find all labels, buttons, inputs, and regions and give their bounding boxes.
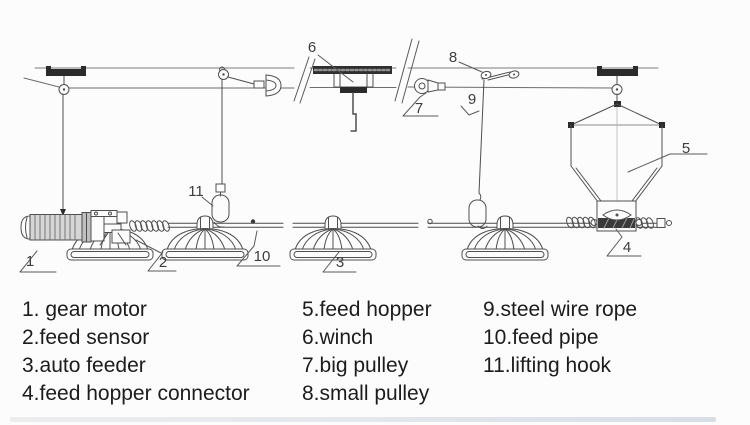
callout-numbers: 1 2 3 4 5 6 7 8 9 10 11: [26, 39, 690, 271]
hook-wire-right: [478, 79, 485, 194]
callout-1: 1: [26, 253, 34, 270]
legend-item: 11.lifting hook: [483, 354, 612, 377]
feed-hopper-connector: [590, 200, 643, 232]
big-pulley: [414, 78, 446, 94]
legend-item: 4.feed hopper connector: [22, 382, 250, 405]
callout-11: 11: [188, 183, 204, 200]
callout-7: 7: [415, 100, 423, 117]
legend-column-2: 5.feed hopper 6.winch 7.big pulley 8.small …: [302, 296, 432, 408]
callout-2: 2: [159, 254, 167, 271]
feeder-pan-4: [461, 215, 549, 261]
legend-item: 6.winch: [302, 326, 374, 349]
winch: [313, 66, 392, 132]
left-pulley: [58, 75, 70, 95]
callout-8: 8: [449, 49, 457, 66]
legend-item: 10.feed pipe: [483, 326, 599, 349]
legend-column-1: 1. gear motor 2.feed sensor 3.auto feeder 4…: [22, 296, 250, 408]
ceiling-bracket-hopper: [597, 66, 638, 76]
legend-item: 5.feed hopper: [302, 298, 432, 321]
legend-column-3: 9.steel wire rope 10.feed pipe 11.lifting …: [483, 296, 637, 380]
legend-item: 8.small pulley: [302, 382, 430, 405]
legend-item: 1. gear motor: [22, 298, 147, 321]
auto-feeder-pans: [66, 215, 549, 261]
callout-3: 3: [336, 254, 344, 271]
feed-hopper: [568, 101, 665, 203]
gear-motor: [20, 210, 131, 246]
motor-suspension-wire: [60, 93, 66, 216]
callout-leader-lines: [19, 54, 708, 273]
callout-6: 6: [308, 39, 316, 56]
hopper-pulley: [611, 75, 623, 104]
legend-item: 9.steel wire rope: [483, 298, 638, 321]
callout-10: 10: [254, 248, 271, 265]
feeder-pan-3: [289, 215, 377, 261]
parts-legend: 1. gear motor 2.feed sensor 3.auto feeder 4…: [0, 296, 750, 416]
small-pulleys: [480, 70, 520, 81]
lifting-hook-mid: [211, 183, 230, 228]
legend-item: 2.feed sensor: [22, 326, 150, 349]
feeder-pan-2: [161, 215, 249, 261]
mid-pulley: [218, 66, 282, 97]
legend-item: 7.big pulley: [302, 354, 409, 377]
steel-wire-rope: [23, 77, 614, 89]
feed-auger-coils: [129, 216, 672, 232]
callout-4: 4: [623, 239, 631, 256]
break-marks: [293, 38, 420, 104]
ceiling-bracket-left: [46, 66, 86, 76]
feeding-system-diagram: 1 2 3 4 5 6 7 8 9 10 11: [19, 38, 708, 273]
callout-9: 9: [468, 91, 476, 108]
legend-item: 3.auto feeder: [22, 354, 146, 377]
lifting-hook-right: [468, 192, 488, 229]
callout-5: 5: [682, 140, 690, 157]
bottom-scrollbar: [10, 417, 716, 422]
